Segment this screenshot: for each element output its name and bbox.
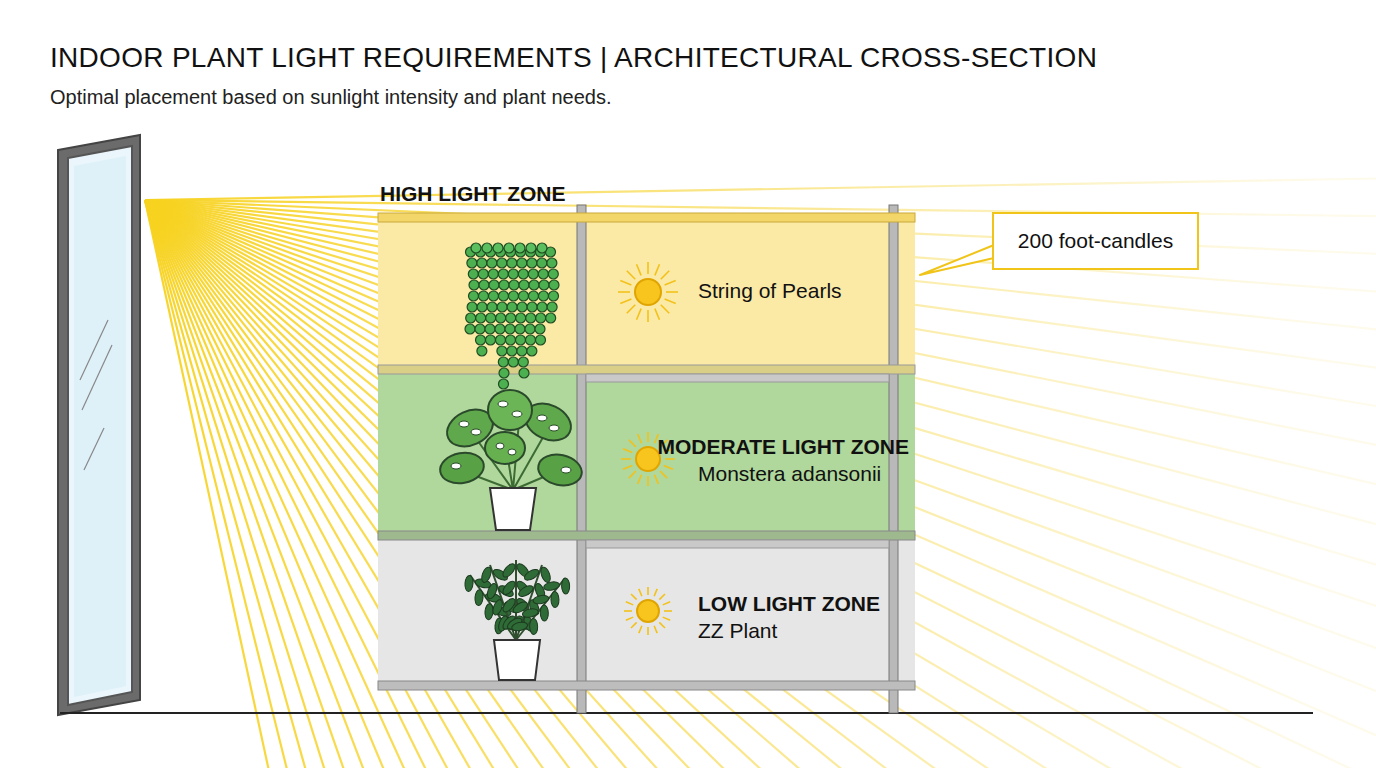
light-ray	[145, 200, 1281, 768]
zone-heading: MODERATE LIGHT ZONE	[657, 435, 909, 459]
shelf-board	[586, 540, 889, 548]
floor-line	[60, 712, 1313, 714]
plant-name: ZZ Plant	[698, 619, 777, 643]
moderate-zone-fill	[378, 372, 915, 535]
light-ray	[145, 200, 983, 768]
shelf-board	[378, 681, 915, 690]
callout-value: 200 foot-candles	[1018, 229, 1173, 253]
zz-plant	[464, 560, 569, 680]
window	[58, 135, 140, 715]
light-ray	[145, 200, 1017, 768]
caption: Optimal placement based on sunlight inte…	[50, 86, 611, 109]
light-ray	[145, 200, 1376, 598]
shelf-post	[889, 205, 898, 713]
zone-heading: HIGH LIGHT ZONE	[380, 182, 566, 206]
plant-name: String of Pearls	[698, 279, 842, 303]
light-ray	[145, 200, 1351, 768]
title: INDOOR PLANT LIGHT REQUIREMENTS | ARCHIT…	[50, 42, 1097, 74]
low-light-zone: LOW LIGHT ZONE ZZ Plant	[378, 540, 915, 683]
light-ray	[145, 200, 1256, 768]
light-ray	[145, 200, 1173, 768]
string-of-pearls-plant	[465, 243, 559, 389]
shelf-board	[586, 374, 889, 382]
sun-rays	[145, 176, 1376, 768]
light-ray	[145, 200, 1376, 515]
high-light-zone: HIGH LIGHT ZONEString of Pearls	[378, 218, 915, 368]
light-ray	[145, 200, 1202, 768]
shelf-board	[378, 365, 915, 374]
high-zone-fill	[378, 218, 915, 370]
light-ray	[145, 200, 1329, 768]
monstera-plant	[438, 390, 585, 530]
zone-heading: LOW LIGHT ZONE	[698, 592, 880, 616]
shelf-board	[378, 213, 915, 222]
moderate-light-zone: MODERATE LIGHT ZONE Monstera adansonii	[378, 375, 915, 533]
light-ray	[145, 200, 1372, 768]
shelf-post	[577, 205, 586, 713]
low-zone-fill	[378, 537, 915, 685]
light-ray	[145, 200, 1113, 768]
plant-name: Monstera adansonii	[698, 462, 881, 486]
callout-box: 200 foot-candles	[992, 212, 1199, 270]
shelf-board	[378, 531, 915, 540]
light-ray	[145, 176, 1376, 200]
light-ray	[145, 200, 1376, 758]
